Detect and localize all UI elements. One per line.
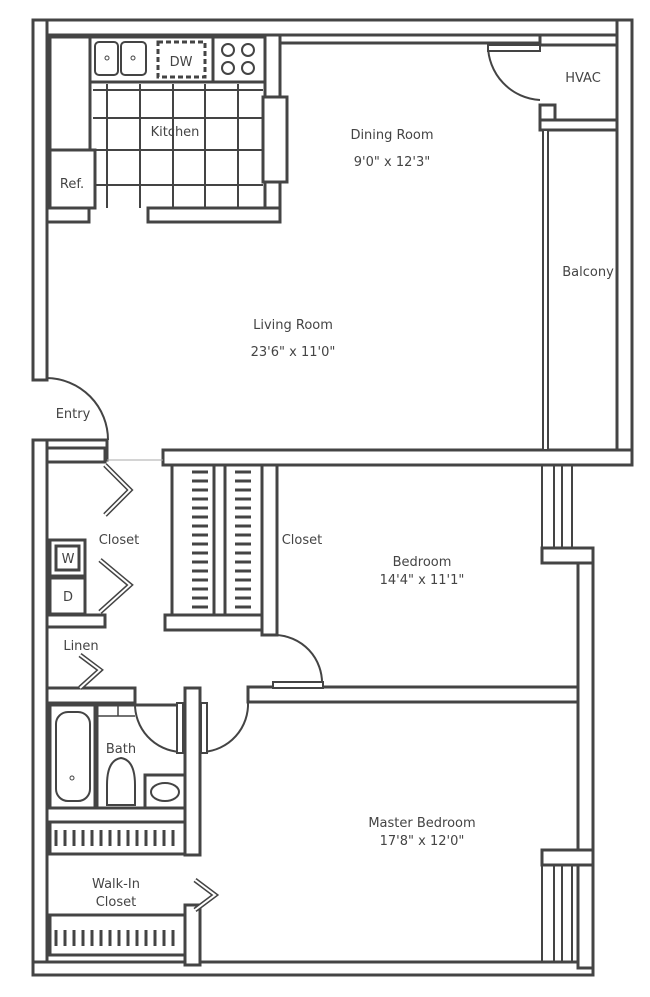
bifold-door xyxy=(79,654,102,689)
dishwasher-icon xyxy=(156,40,207,79)
wall xyxy=(45,446,107,464)
room-label-bath: Bath xyxy=(106,742,136,757)
master-door-swing xyxy=(202,701,250,753)
kitchen-tile-floor xyxy=(93,84,263,208)
toilet-icon xyxy=(106,756,136,806)
wall xyxy=(45,613,107,629)
bathtub-icon xyxy=(48,703,97,810)
room-label-ref: Ref. xyxy=(60,177,84,192)
closet-shelves xyxy=(48,463,264,957)
bifold-door xyxy=(103,463,134,517)
wall xyxy=(540,848,595,867)
room-size-master: 17'8" x 12'0" xyxy=(380,834,465,849)
kitchen-top-counter xyxy=(88,35,267,84)
dw-label: DW xyxy=(170,55,193,70)
wall xyxy=(540,546,595,565)
bifold-door xyxy=(99,559,132,613)
room-size-bedroom: 14'4" x 11'1" xyxy=(380,573,465,588)
room-label-walkin-2: Closet xyxy=(96,895,137,910)
dryer-label: D xyxy=(63,590,73,605)
room-label-master: Master Bedroom xyxy=(368,816,475,831)
bifold-door xyxy=(104,464,132,516)
wall xyxy=(538,118,619,132)
room-label-linen: Linen xyxy=(63,639,98,654)
wall xyxy=(538,33,619,47)
refrigerator xyxy=(48,148,97,210)
master-door-leaf xyxy=(200,702,208,754)
wall xyxy=(260,463,279,637)
room-label-kitchen: Kitchen xyxy=(151,125,200,140)
wall xyxy=(278,33,542,45)
room-size-living: 23'6" x 11'0" xyxy=(251,345,336,360)
kitchen-right-cabinet xyxy=(261,95,289,184)
room-label-closet-center: Closet xyxy=(282,533,323,548)
bath-door-leaf xyxy=(176,702,184,754)
bifold-door xyxy=(194,879,217,911)
bifold-door xyxy=(98,558,134,614)
wall xyxy=(45,686,137,705)
room-label-dining: Dining Room xyxy=(350,128,433,143)
bifold-door xyxy=(193,878,220,912)
room-label-bedroom: Bedroom xyxy=(393,555,452,570)
room-label-hvac: HVAC xyxy=(565,71,601,86)
washer-label: W xyxy=(62,552,75,567)
wall xyxy=(183,903,202,967)
wall xyxy=(615,18,634,467)
dryer-icon xyxy=(48,576,87,616)
entry-door-swing xyxy=(46,377,109,441)
closet-shelf-unit xyxy=(170,463,216,617)
closet-shelf-unit xyxy=(223,463,264,617)
wall xyxy=(576,546,595,970)
room-label-entry: Entry xyxy=(56,407,91,422)
sink-icon xyxy=(94,41,147,76)
wall xyxy=(45,206,91,224)
room-label-walkin: Walk-In xyxy=(92,877,140,892)
doors xyxy=(46,44,541,912)
windows xyxy=(541,465,573,962)
kitchen-left-counter xyxy=(48,35,92,152)
balcony-slider-wall xyxy=(542,129,549,451)
wall xyxy=(31,18,634,37)
fixtures: DW xyxy=(48,35,289,957)
wall xyxy=(161,448,634,467)
room-label-living: Living Room xyxy=(253,318,333,333)
bedroom-door-leaf xyxy=(272,681,324,689)
stove-icon xyxy=(221,43,255,75)
bedroom-door-swing xyxy=(274,634,324,686)
wall xyxy=(146,206,282,224)
room-size-dining: 9'0" x 12'3" xyxy=(354,155,430,170)
hvac-door-leaf xyxy=(487,44,541,52)
bath-door-swing xyxy=(133,702,181,753)
room-label-balcony: Balcony xyxy=(562,265,614,280)
wall xyxy=(246,685,582,704)
wall xyxy=(31,960,595,977)
wall xyxy=(163,613,277,632)
wall xyxy=(31,438,49,977)
room-label-closet-left: Closet xyxy=(99,533,140,548)
hvac-door-swing xyxy=(486,44,541,101)
wall xyxy=(183,686,202,857)
wall xyxy=(31,18,49,382)
